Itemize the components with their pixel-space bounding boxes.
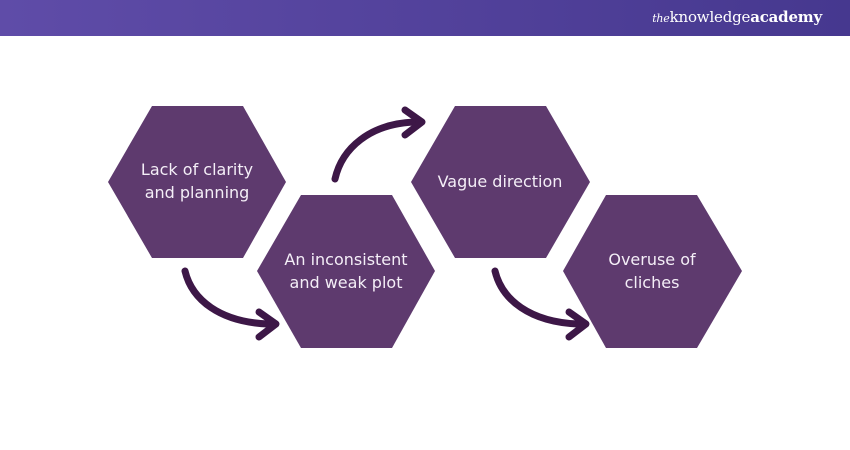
logo-prefix: the: [652, 12, 670, 25]
logo-word-academy: academy: [750, 8, 822, 26]
step-1-label-line2: and planning: [144, 183, 250, 202]
hexagon-step-4: [563, 195, 742, 348]
logo-word-knowledge: knowledge: [669, 8, 751, 26]
step-2-label-line1: An inconsistent: [284, 250, 408, 269]
curved-arrow-1-icon: [181, 267, 280, 341]
step-4-label: Overuse of cliches: [577, 248, 727, 294]
step-2-label-line2: and weak plot: [289, 273, 403, 292]
header-bar: theknowledgeacademy: [0, 0, 850, 36]
step-4-label-line2: cliches: [624, 273, 680, 292]
curved-arrow-3-icon: [491, 267, 590, 341]
brand-logo: theknowledgeacademy: [652, 8, 822, 26]
hexagon-step-2: [257, 195, 435, 348]
step-1-label-line1: Lack of clarity: [140, 160, 254, 179]
step-2-label: An inconsistent and weak plot: [271, 248, 421, 294]
step-3-label: Vague direction: [425, 170, 575, 193]
hexagon-step-3: [411, 106, 590, 258]
step-3-label-line1: Vague direction: [437, 172, 563, 191]
hexagon-step-1: [108, 106, 286, 258]
curved-arrow-2-icon: [331, 106, 426, 183]
step-1-label: Lack of clarity and planning: [122, 158, 272, 204]
step-4-label-line1: Overuse of: [608, 250, 696, 269]
